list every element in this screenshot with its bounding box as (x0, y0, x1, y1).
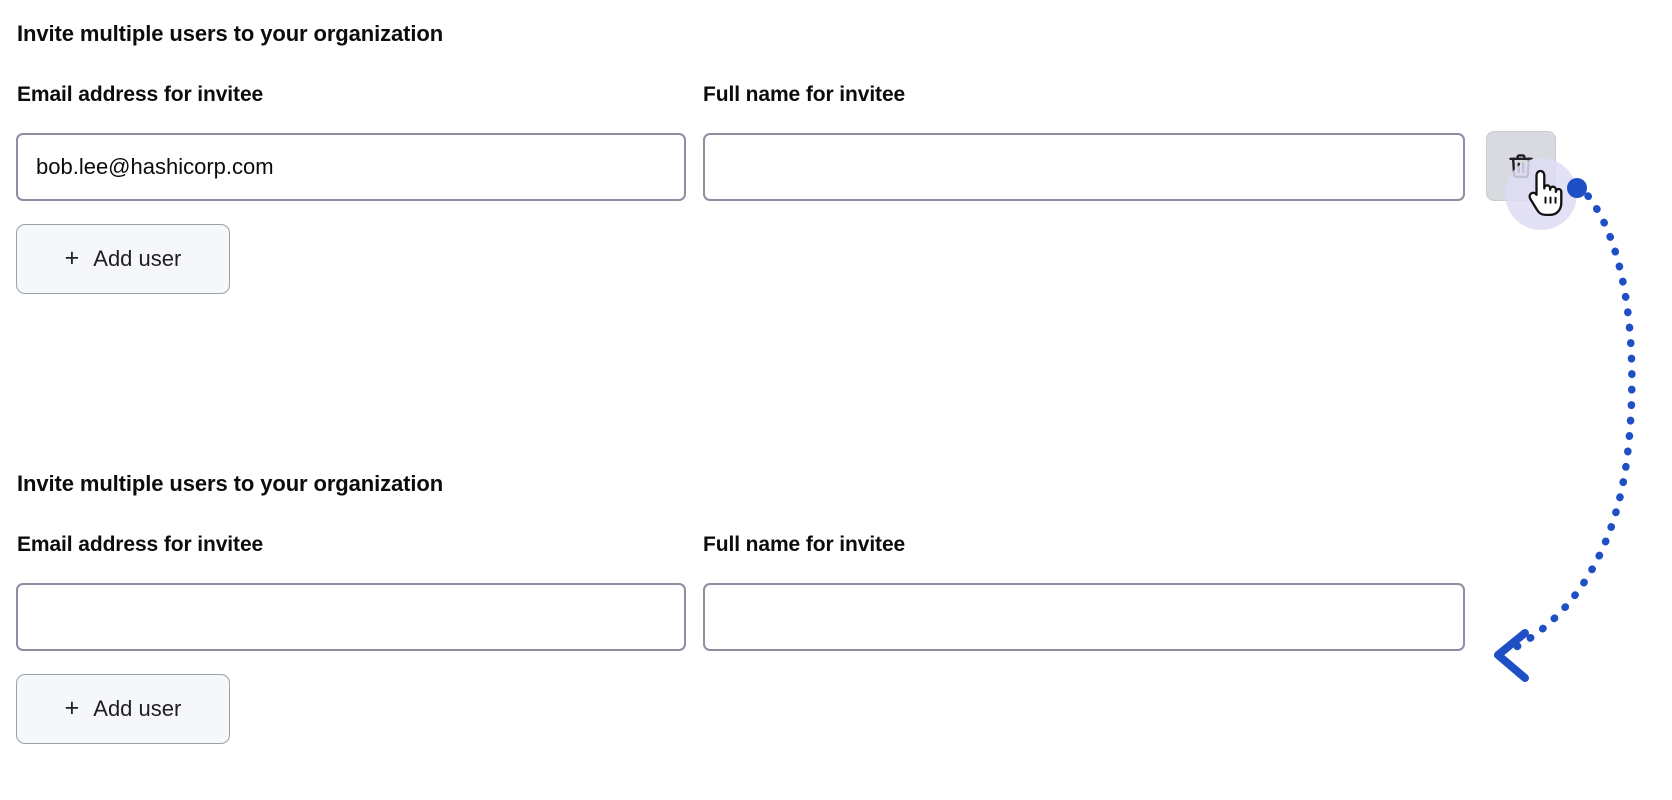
plus-icon-2: + (64, 693, 80, 722)
add-user-button[interactable]: + Add user (16, 224, 230, 294)
email-field-label-2: Email address for invitee (17, 533, 264, 556)
email-input[interactable] (16, 133, 686, 201)
trash-icon (1506, 151, 1536, 181)
email-field-label: Email address for invitee (17, 83, 264, 106)
add-user-button-2[interactable]: + Add user (16, 674, 230, 744)
full-name-input[interactable] (703, 133, 1465, 201)
page-title-2: Invite multiple users to your organizati… (17, 471, 444, 496)
plus-icon: + (64, 243, 80, 272)
annotation-dotted-curve (1501, 192, 1636, 657)
email-input-2[interactable] (16, 583, 686, 651)
full-name-input-2[interactable] (703, 583, 1465, 651)
full-name-field-label: Full name for invitee (703, 83, 906, 106)
delete-invitee-button[interactable] (1486, 131, 1556, 201)
add-user-button-label: Add user (93, 246, 182, 271)
annotation-start-dot (1567, 178, 1587, 198)
full-name-field-label-2: Full name for invitee (703, 533, 906, 556)
add-user-button-label-2: Add user (93, 696, 182, 721)
annotation-arrowhead (1494, 629, 1529, 682)
page-title: Invite multiple users to your organizati… (17, 21, 444, 46)
